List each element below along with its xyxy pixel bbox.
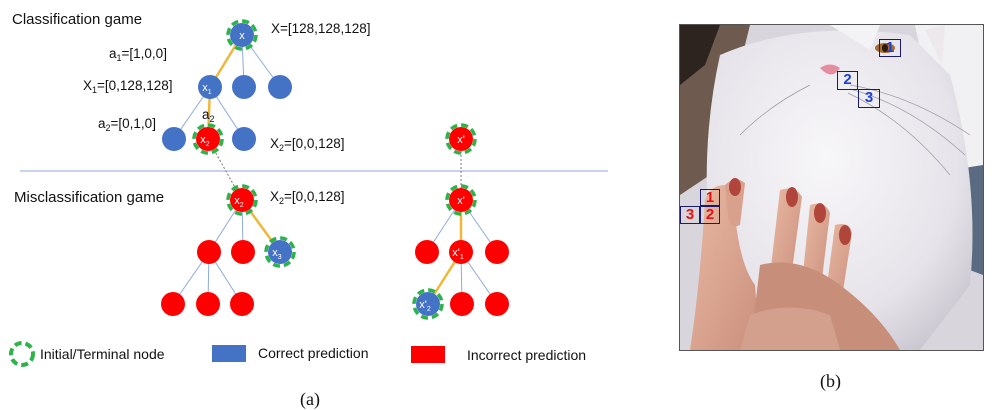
xprime-mid-node [449,188,473,212]
blue-node [232,127,256,151]
red-node [485,240,509,264]
root-node [230,23,254,47]
xprime-top-node [449,127,473,151]
x3-node [268,240,292,264]
root-value-label: X=[128,128,128] [271,21,371,36]
xprime2-label: x'2 [419,299,431,313]
red-node [231,240,255,264]
blue-box-1: 1 [879,39,901,57]
x1-value-label: X1=[0,128,128] [83,78,173,95]
xprime-mid-label: x' [457,195,465,207]
misclassification-edges-left [172,199,282,305]
blue-node [162,127,186,151]
caption-b: (b) [820,371,841,391]
xprime-mid-terminal-ring [445,184,477,216]
classification-edges [173,34,281,140]
legend-incorrect: Incorrect prediction [467,347,587,363]
red-node [197,240,221,264]
action1-label: a1=[1,0,0] [109,46,167,63]
blue-box-2: 2 [837,71,858,90]
action2-value-label: a2=[0,1,0] [98,116,156,133]
red-box-2: 2 [700,206,720,224]
x2b-node-label: x2 [234,195,244,209]
red-node [450,292,474,316]
cat-illustration [680,25,983,350]
misclassification-game-title: Misclassification game [14,189,165,206]
action2-node-label: a2 [202,107,215,124]
x2b-node [230,188,254,212]
x3-terminal-ring [264,236,296,268]
incorrect-swatch [411,346,445,363]
terminal-ring-legend-icon [9,341,35,367]
blue-box-3: 3 [858,89,880,108]
correct-swatch [212,345,246,362]
xprime2-terminal-ring [412,288,444,320]
x3-node-label: x3 [272,247,282,261]
x2-terminal-ring [192,123,224,155]
red-node [196,292,220,316]
x2-node [196,127,220,151]
legend-initial-terminal: Initial/Terminal node [40,346,165,362]
cat-photo: 1 2 3 1 2 3 [679,24,984,351]
x2b-terminal-ring [226,184,258,216]
xprime1-label: x'1 [452,247,464,261]
red-box-1: 1 [700,189,720,206]
xprime1-node [449,240,473,264]
classification-game-title: Classification game [12,11,143,28]
x2b-value-label: X2=[0,0,128] [270,189,345,206]
red-box-3: 3 [680,206,700,224]
x1-node [198,75,222,99]
x1-node-label: x1 [202,82,212,96]
caption-a: (a) [300,389,320,409]
red-node [485,292,509,316]
red-node [230,292,254,316]
game-tree-diagram: x x1 x2 x' x2 x3 x' x'1 x'2 [9,19,608,367]
blue-node [232,75,256,99]
x2-node-label: x2 [200,134,210,148]
root-node-label: x [239,30,245,42]
red-node [161,292,185,316]
xprime-top-label: x' [457,134,465,146]
xprime2-node [416,292,440,316]
x2-value-label: X2=[0,0,128] [270,136,345,153]
legend-correct: Correct prediction [258,345,369,361]
root-terminal-ring [226,19,258,51]
xprime-top-terminal-ring [445,123,477,155]
red-node [415,240,439,264]
blue-node [268,75,292,99]
